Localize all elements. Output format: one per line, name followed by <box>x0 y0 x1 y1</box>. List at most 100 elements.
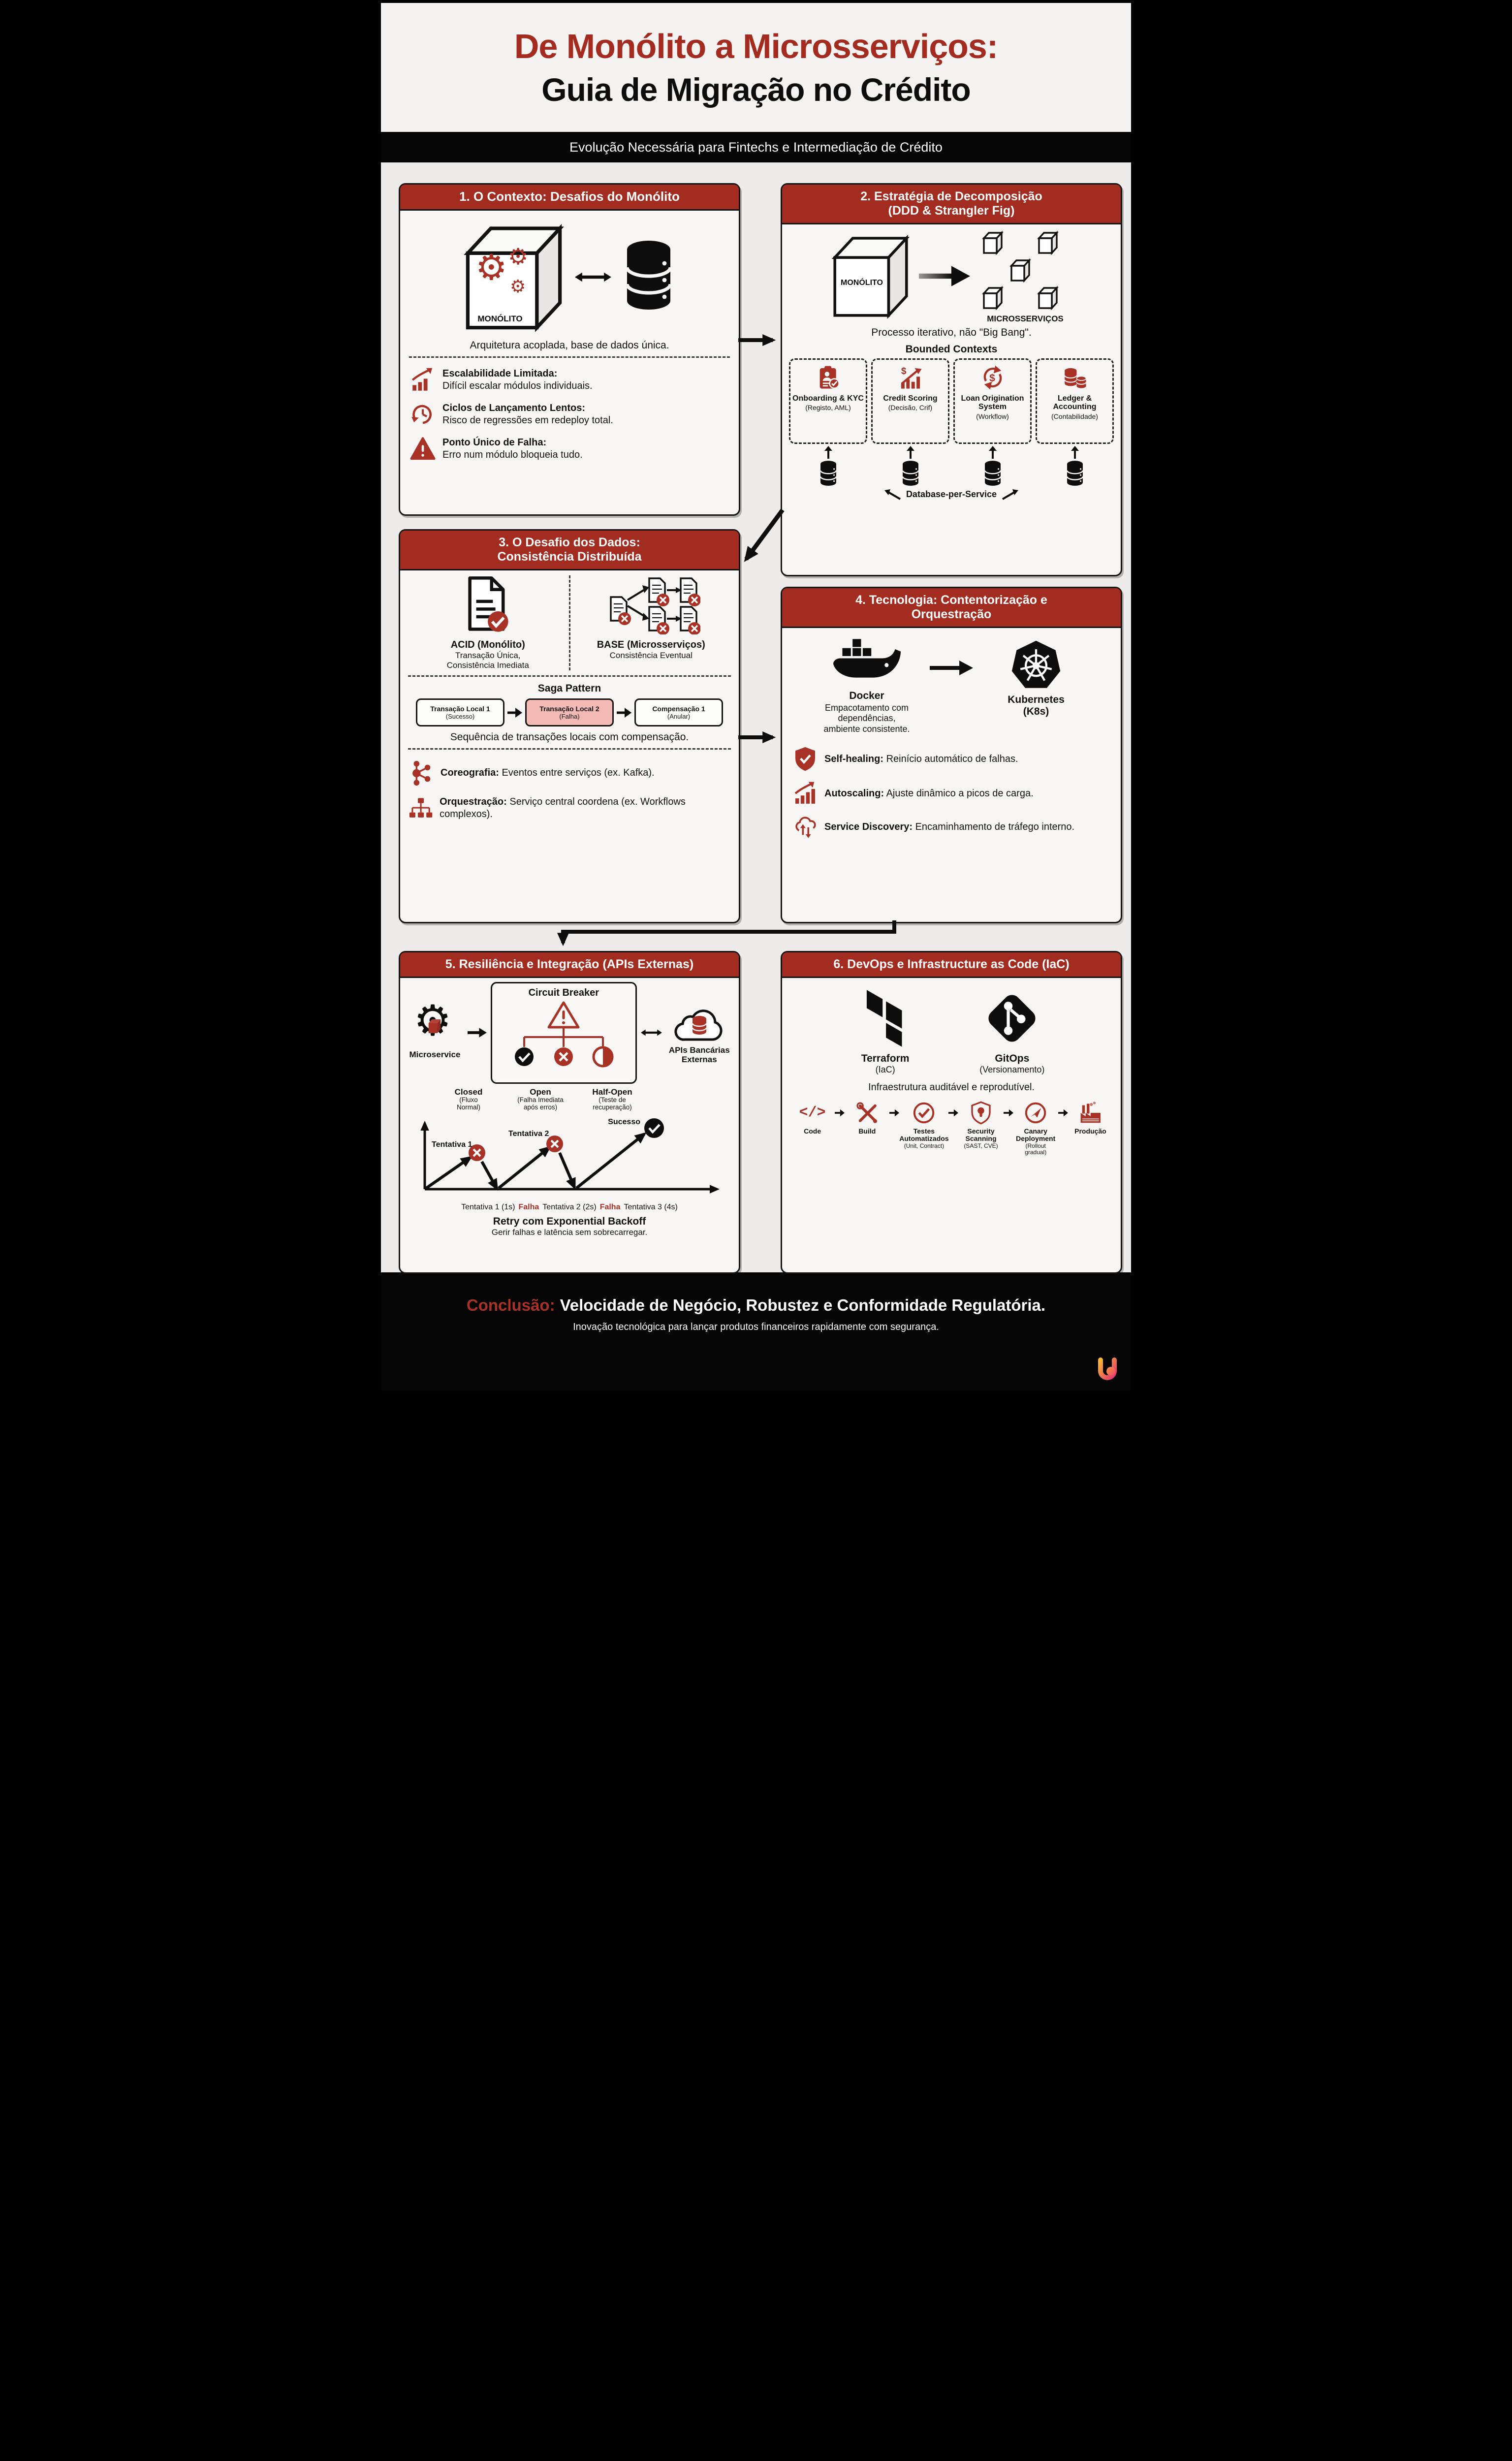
docker-k8s-diagram: Docker Empacotamento com dependências, a… <box>791 638 1112 735</box>
acid-sub: Consistência Imediata <box>446 660 529 670</box>
monolith-cube: MONÓLITO <box>829 230 912 322</box>
microservice-gear-icon: ⚙ <box>413 1000 456 1048</box>
conclusion-lead: Conclusão: <box>466 1296 555 1314</box>
circuit-breaker-diagram: ⚙ Microservice Circuit Breaker <box>406 981 733 1084</box>
pipeline-step-canary: Canary Deployment (Rollout gradual) <box>1014 1101 1057 1156</box>
context-ledger-accounting: Ledger & Accounting (Contabilidade) <box>1036 358 1114 444</box>
monolith-label: MONÓLITO <box>841 278 883 287</box>
arrow-right-icon <box>1058 1109 1068 1117</box>
decomposition-diagram: MONÓLITO <box>789 228 1114 324</box>
gitops-title: GitOps <box>995 1052 1030 1064</box>
section-3-title: 3. O Desafio dos Dados: Consistência Dis… <box>400 531 739 570</box>
microservices-label: MICROSSERVIÇOS <box>987 314 1064 323</box>
bounded-contexts-title: Bounded Contexts <box>905 343 998 355</box>
circuit-breaker-states-icon <box>515 1001 614 1068</box>
credit-score-chart-icon: $ <box>901 366 922 389</box>
saga-caption: Sequência de transações locais com compe… <box>450 731 689 743</box>
database-per-service-row <box>789 445 1114 488</box>
bullet-ciclos: Ciclos de Lançamento Lentos: Risco de re… <box>410 402 729 427</box>
section-3-card: 3. O Desafio dos Dados: Consistência Dis… <box>399 529 740 923</box>
bullet-lead: Ciclos de Lançamento Lentos: <box>442 402 586 413</box>
fading-arrow-icon <box>919 265 970 286</box>
canary-rocket-icon <box>1025 1102 1046 1124</box>
acid-base-compare: ACID (Monólito) Transação Única, Consist… <box>407 575 732 671</box>
section-2-title: 2. Estratégia de Decomposição (DDD & Str… <box>782 185 1121 224</box>
diagonal-arrow-icon <box>884 489 901 500</box>
kubernetes-icon <box>1011 640 1061 688</box>
arrow-right-icon <box>1003 1109 1013 1117</box>
content-area: 1. O Contexto: Desafios do Monólito ⚙ ⚙ … <box>381 162 1131 1274</box>
bullet-autoscaling: Autoscaling: Ajuste dinâmico a picos de … <box>793 781 1110 806</box>
growth-bars-icon <box>794 782 815 804</box>
service-db <box>871 445 949 488</box>
service-db <box>1036 445 1114 488</box>
retry-subtitle: Gerir falhas e latência sem sobrecarrega… <box>491 1228 648 1237</box>
terraform-title: Terraform <box>861 1052 910 1064</box>
infographic-page: De Monólito a Microsserviços: Guia de Mi… <box>378 0 1134 1393</box>
arrow-right-icon <box>835 1109 845 1117</box>
factory-icon <box>1081 1102 1101 1123</box>
iac-caption: Infraestrutura auditável e reprodutível. <box>868 1081 1035 1093</box>
pipeline-step-build: Build <box>846 1101 888 1135</box>
circuit-breaker-title: Circuit Breaker <box>528 987 599 998</box>
bullet-text: Encaminhamento de tráfego interno. <box>915 821 1075 832</box>
micro-cubes-icon <box>982 230 1059 310</box>
bullet-lead: Service Discovery: <box>824 821 913 832</box>
bullet-lead: Coreografia: <box>441 767 499 778</box>
orchestrator-tree-icon <box>409 798 433 818</box>
state-open: Open (Falha Imediata após erros) <box>517 1087 564 1111</box>
database-per-service-label: Database-per-Service <box>906 489 997 499</box>
bullet-lead: Self-healing: <box>824 753 884 764</box>
gitops-icon <box>988 995 1036 1042</box>
bullet-lead: Orquestração: <box>440 796 507 808</box>
external-apis-label: APIs Bancárias Externas <box>668 1045 730 1065</box>
saga-step-2-failure: Transação Local 2 (Falha) <box>525 698 614 727</box>
brand-logo-icon <box>1098 1357 1117 1380</box>
base-title: BASE (Microsserviços) <box>597 639 705 650</box>
cube-3d-icon <box>831 234 910 319</box>
database-icon <box>819 460 837 486</box>
docker-text: Empacotamento com dependências, ambiente… <box>823 702 910 734</box>
warning-triangle-icon <box>410 437 436 460</box>
tests-check-icon <box>914 1102 935 1124</box>
database-icon <box>984 460 1001 486</box>
build-tools-icon <box>856 1102 877 1123</box>
database-icon <box>902 460 919 486</box>
bullet-escalabilidade: Escalabilidade Limitada: Difícil escalar… <box>410 367 729 393</box>
conclusion-sub: Inovação tecnológica para lançar produto… <box>573 1322 939 1332</box>
growth-bars-icon <box>411 368 433 391</box>
bullet-text: Eventos entre serviços (ex. Kafka). <box>502 767 655 778</box>
history-clock-icon <box>411 405 432 424</box>
clipboard-kyc-icon <box>819 366 840 389</box>
circuit-breaker-box: Circuit Breaker <box>490 981 637 1084</box>
gitops-block: GitOps (Versionamento) <box>979 989 1044 1075</box>
bullet-lead: Escalabilidade Limitada: <box>442 368 558 379</box>
service-db <box>953 445 1032 488</box>
event-graph-icon <box>412 761 431 786</box>
retry-label-success: Sucesso <box>608 1118 640 1126</box>
monolith-label: MONÓLITO <box>477 314 523 323</box>
external-apis-block: APIs Bancárias Externas <box>666 1001 733 1065</box>
pipeline-step-producao: Produção <box>1069 1101 1112 1135</box>
arrow-right-icon <box>467 1028 487 1038</box>
cloud-sync-icon <box>795 817 816 839</box>
saga-pattern-title: Saga Pattern <box>537 683 601 694</box>
section-4-card: 4. Tecnologia: Contentorização e Orquest… <box>781 587 1122 923</box>
conclusion-bar: Conclusão:Velocidade de Negócio, Robuste… <box>381 1272 1131 1390</box>
svg-text:$: $ <box>989 372 995 383</box>
bullet-text: Risco de regressões em redeploy total. <box>442 414 613 426</box>
acid-side: ACID (Monólito) Transação Única, Consist… <box>407 575 569 671</box>
double-arrow-icon <box>575 272 611 282</box>
section-6-card: 6. DevOps e Infrastructure as Code (IaC)… <box>781 951 1122 1274</box>
section-5-card: 5. Resiliência e Integração (APIs Extern… <box>399 951 740 1274</box>
docker-block: Docker Empacotamento com dependências, a… <box>813 638 921 735</box>
red-cube-icon <box>429 1019 441 1034</box>
terraform-block: Terraform (IaC) <box>858 989 913 1075</box>
section-4-title: 4. Tecnologia: Contentorização e Orquest… <box>782 588 1121 628</box>
retry-title: Retry com Exponential Backoff <box>493 1216 646 1228</box>
arrow-right-icon <box>889 1109 900 1117</box>
breaker-states-labels: Closed (Fluxo Normal) Open (Falha Imedia… <box>406 1087 675 1111</box>
pipeline-step-code: </> Code <box>791 1101 834 1135</box>
subtitle-banner: Evolução Necessária para Fintechs e Inte… <box>381 132 1131 162</box>
page-title-black: Guia de Migração no Crédito <box>541 71 971 108</box>
